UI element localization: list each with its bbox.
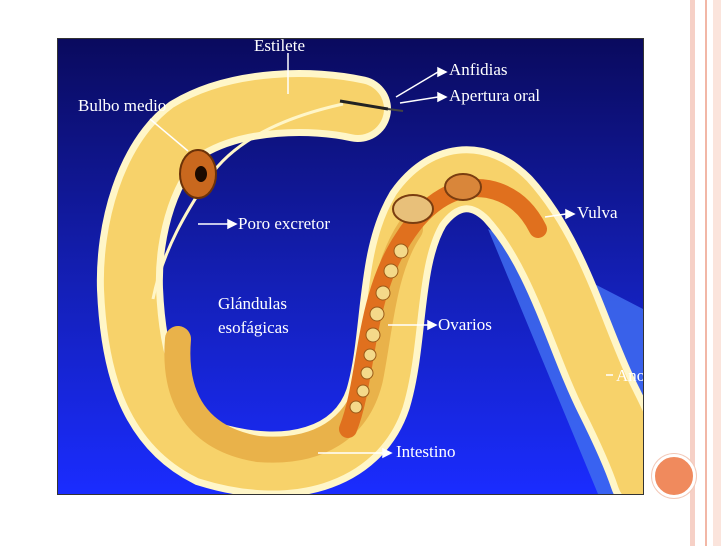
decorative-rail	[690, 0, 695, 546]
label-ovarios: Ovarios	[438, 315, 492, 334]
label-anfidias: Anfidias	[449, 60, 508, 79]
label-vulva: Vulva	[577, 203, 618, 222]
label-esofagicas: esofágicas	[218, 318, 289, 337]
nematode-illustration	[58, 39, 643, 494]
label-poro-excretor: Poro excretor	[238, 214, 331, 233]
label-bulbo-medio: Bulbo medio	[78, 96, 167, 115]
decorative-rail-thin	[705, 0, 707, 546]
label-apertura-oral: Apertura oral	[449, 86, 541, 105]
slide-bullet-icon	[652, 454, 696, 498]
label-glandulas: Glándulas	[218, 294, 287, 313]
label-estilete: Estilete	[254, 38, 305, 55]
decorative-rail-light	[713, 0, 721, 546]
label-intestino: Intestino	[396, 442, 456, 461]
label-ano: Ano	[616, 366, 644, 385]
nematode-diagram: Estilete Anfidias Apertura oral Bulbo me…	[57, 38, 644, 495]
